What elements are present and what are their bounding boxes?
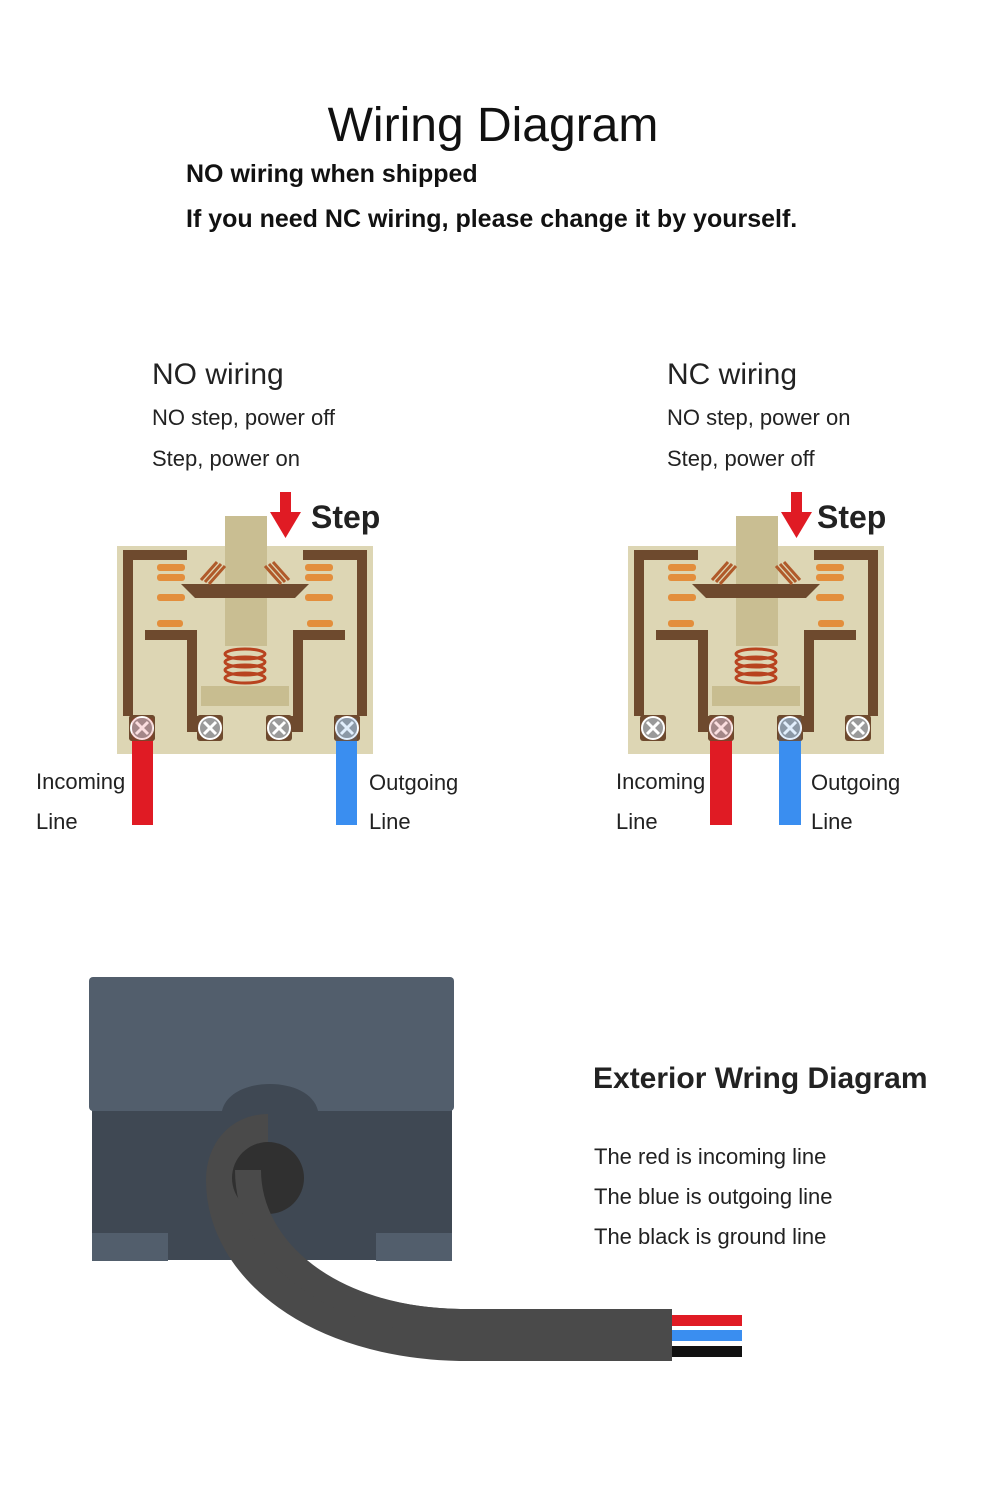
no-step-label: Step bbox=[311, 499, 381, 535]
nc-step-arrow-icon bbox=[781, 492, 812, 538]
no-incoming-label-line: Line bbox=[36, 809, 78, 834]
exterior-blue-note: The blue is outgoing line bbox=[594, 1184, 833, 1209]
nc-outgoing-wire bbox=[779, 718, 801, 825]
no-outgoing-wire bbox=[336, 718, 357, 825]
exterior-red-note: The red is incoming line bbox=[594, 1144, 827, 1169]
page-title: Wiring Diagram bbox=[327, 99, 659, 152]
exterior-red-wire bbox=[672, 1315, 742, 1326]
nc-outgoing-label-line: Line bbox=[811, 809, 853, 834]
nc-wiring-line-2: Step, power off bbox=[667, 446, 815, 471]
nc-step-label: Step bbox=[817, 499, 887, 535]
nc-change-note: If you need NC wiring, please change it … bbox=[186, 205, 798, 233]
nc-wiring-line-1: NO step, power on bbox=[667, 405, 851, 430]
no-wiring-title: NO wiring bbox=[152, 358, 284, 391]
no-incoming-wire bbox=[132, 718, 153, 825]
exterior-black-wire bbox=[672, 1346, 742, 1357]
nc-incoming-label-line: Line bbox=[616, 809, 658, 834]
no-step-arrow-icon bbox=[270, 492, 301, 538]
exterior-blue-wire bbox=[672, 1330, 742, 1341]
no-wiring-switch bbox=[115, 492, 375, 825]
nc-incoming-label: Incoming bbox=[616, 769, 706, 794]
nc-wiring-title: NC wiring bbox=[667, 358, 798, 391]
nc-outgoing-label: Outgoing bbox=[811, 770, 901, 795]
nc-incoming-wire bbox=[710, 718, 732, 825]
exterior-black-note: The black is ground line bbox=[594, 1224, 827, 1249]
exterior-cable bbox=[205, 1114, 672, 1361]
no-outgoing-label: Outgoing bbox=[369, 770, 459, 795]
no-incoming-label: Incoming bbox=[36, 769, 126, 794]
no-outgoing-label-line: Line bbox=[369, 809, 411, 834]
exterior-title: Exterior Wring Diagram bbox=[593, 1062, 928, 1095]
shipping-note: NO wiring when shipped bbox=[186, 160, 478, 188]
exterior-wire-ends bbox=[672, 1315, 742, 1357]
nc-wiring-switch bbox=[626, 492, 886, 825]
no-wiring-line-2: Step, power on bbox=[152, 446, 300, 471]
no-wiring-line-1: NO step, power off bbox=[152, 405, 336, 430]
